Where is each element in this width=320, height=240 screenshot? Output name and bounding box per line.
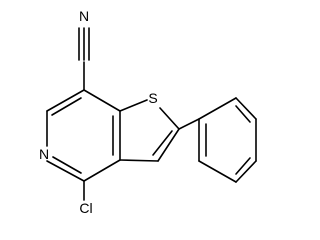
atom-label-ring-n: N bbox=[39, 146, 49, 162]
bond-c7-c6-inner bbox=[51, 97, 82, 116]
bond-c3-c3a bbox=[119, 159, 159, 162]
bond-ph-2 bbox=[198, 160, 237, 183]
atom-label-sulfur: S bbox=[148, 90, 157, 106]
bond-ph-5-inner bbox=[235, 105, 251, 123]
bond-c2-c3 bbox=[157, 128, 180, 162]
bond-s-c2 bbox=[159, 107, 180, 130]
atom-label-chlorine: Cl bbox=[79, 200, 92, 216]
bond-c7-c6 bbox=[46, 89, 85, 112]
structure-diagram: N S N Cl bbox=[39, 8, 257, 216]
bond-n5-c4-inner bbox=[52, 156, 82, 174]
bond-c2-phenyl bbox=[178, 118, 200, 130]
bond-n5-c4 bbox=[46, 160, 85, 182]
bond-c4-c3a bbox=[83, 159, 121, 182]
bond-c7a-c7 bbox=[83, 89, 121, 112]
bond-ph-6 bbox=[198, 97, 237, 120]
atom-labels: N S N Cl bbox=[39, 8, 158, 216]
bond-c2-c3-inner bbox=[152, 130, 173, 156]
bond-ph-3 bbox=[235, 160, 257, 183]
bonds bbox=[46, 27, 257, 201]
bond-ph-3-inner bbox=[235, 157, 251, 175]
bond-c7a-s bbox=[119, 99, 148, 112]
bond-ph-5 bbox=[235, 97, 257, 120]
atom-label-cyano-n: N bbox=[79, 8, 89, 24]
